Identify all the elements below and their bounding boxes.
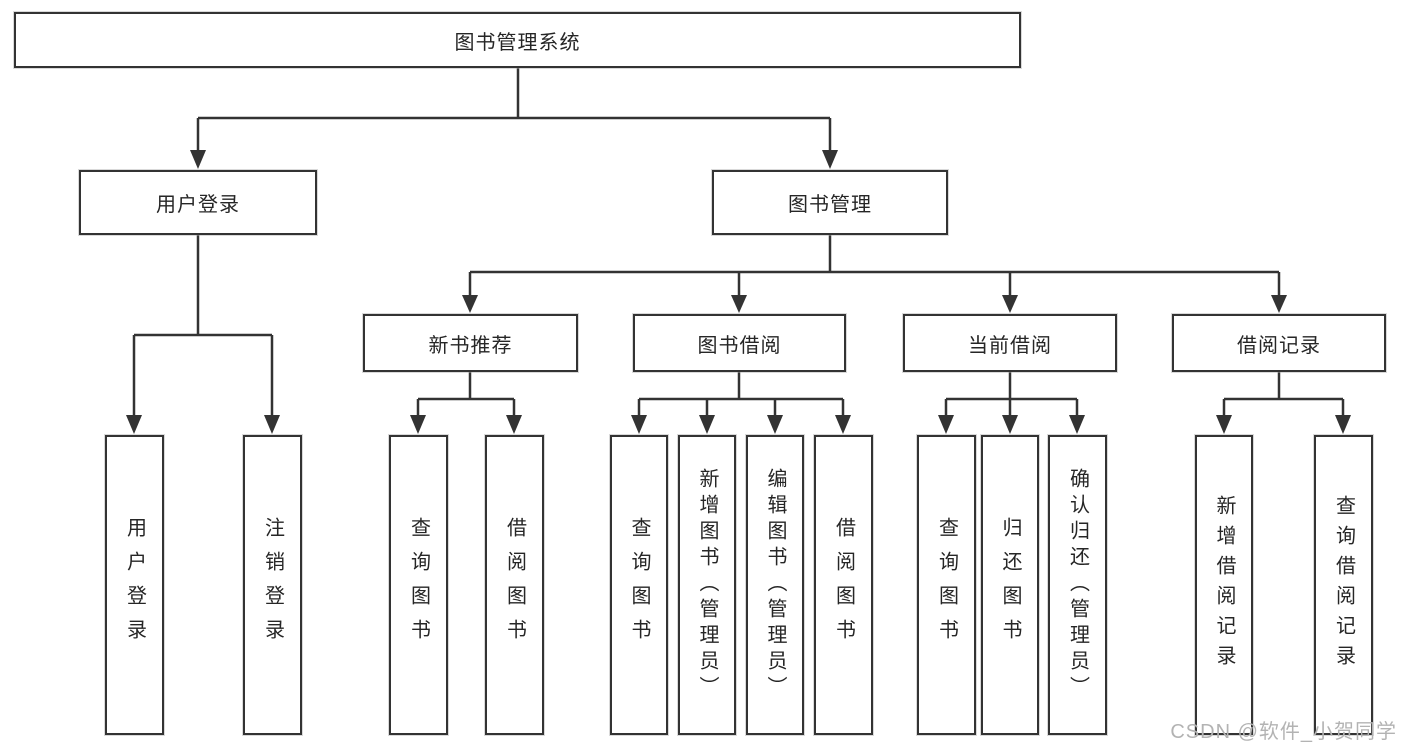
leaf-user-login: 用户登录 bbox=[105, 435, 164, 735]
leaf-add-borrow-record: 新增借阅记录 bbox=[1195, 435, 1253, 735]
node-borrowing-records: 借阅记录 bbox=[1172, 314, 1386, 372]
node-library-management-system: 图书管理系统 bbox=[14, 12, 1021, 68]
leaf-query-books-borrowing: 查询图书 bbox=[610, 435, 668, 735]
leaf-label: 归还图书 bbox=[999, 517, 1021, 653]
leaf-label: 用户登录 bbox=[123, 517, 146, 653]
leaf-label: 查询图书 bbox=[628, 517, 650, 653]
leaf-label: 编辑图书（管理员） bbox=[764, 468, 786, 702]
leaf-label: 注销登录 bbox=[261, 517, 284, 653]
leaf-label: 借阅图书 bbox=[832, 517, 855, 653]
leaf-confirm-return-admin: 确认归还（管理员） bbox=[1048, 435, 1107, 735]
arrowheads bbox=[126, 150, 1351, 434]
leaf-label: 查询图书 bbox=[407, 517, 430, 653]
leaf-borrow-books-borrowing: 借阅图书 bbox=[814, 435, 873, 735]
leaf-add-books-admin: 新增图书（管理员） bbox=[678, 435, 736, 735]
leaf-query-borrow-record: 查询借阅记录 bbox=[1314, 435, 1373, 735]
leaf-label: 借阅图书 bbox=[503, 517, 526, 653]
node-new-book-recommendation: 新书推荐 bbox=[363, 314, 578, 372]
leaf-label: 新增借阅记录 bbox=[1213, 495, 1235, 675]
leaf-label: 查询借阅记录 bbox=[1332, 495, 1355, 675]
leaf-edit-books-admin: 编辑图书（管理员） bbox=[746, 435, 804, 735]
leaf-return-books: 归还图书 bbox=[981, 435, 1039, 735]
leaf-query-books-current: 查询图书 bbox=[917, 435, 976, 735]
node-book-borrowing: 图书借阅 bbox=[633, 314, 846, 372]
leaf-label: 查询图书 bbox=[935, 517, 958, 653]
leaf-label: 新增图书（管理员） bbox=[696, 468, 718, 702]
leaf-label: 确认归还（管理员） bbox=[1066, 468, 1089, 702]
node-user-login: 用户登录 bbox=[79, 170, 317, 235]
node-current-borrowing: 当前借阅 bbox=[903, 314, 1117, 372]
watermark-csdn: CSDN @软件_小贺同学 bbox=[1170, 721, 1397, 743]
leaf-query-books-recommendation: 查询图书 bbox=[389, 435, 448, 735]
leaf-logout: 注销登录 bbox=[243, 435, 302, 735]
leaf-borrow-books-recommendation: 借阅图书 bbox=[485, 435, 544, 735]
node-book-management: 图书管理 bbox=[712, 170, 948, 235]
